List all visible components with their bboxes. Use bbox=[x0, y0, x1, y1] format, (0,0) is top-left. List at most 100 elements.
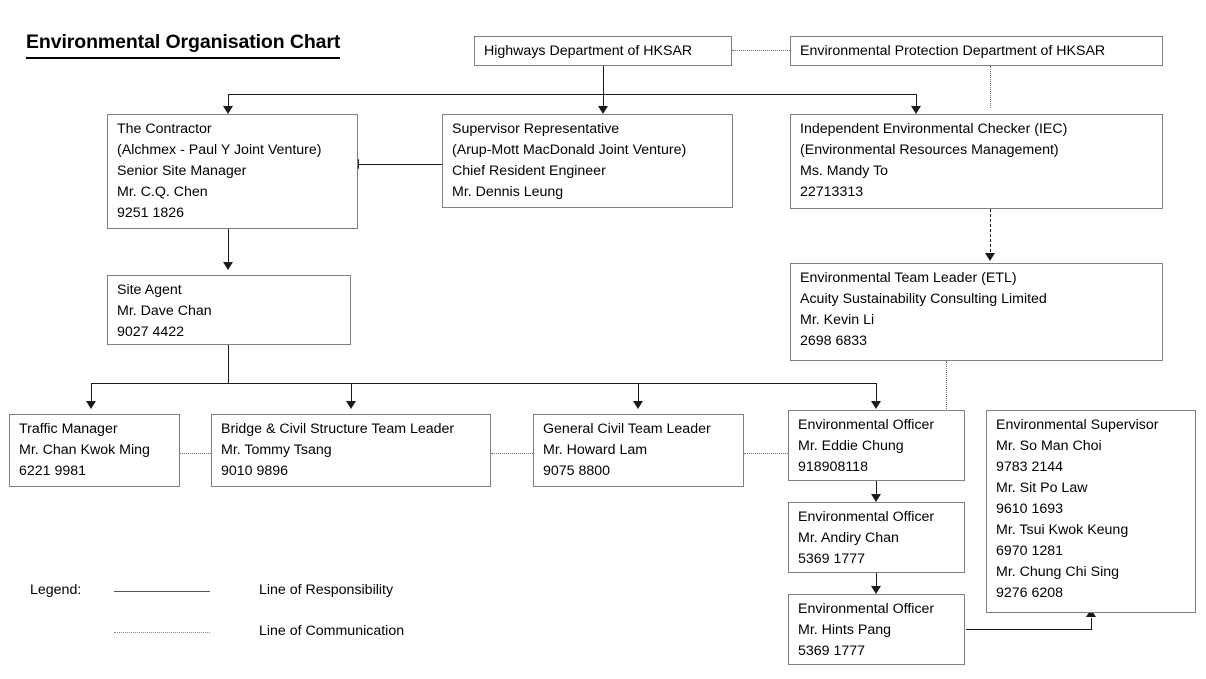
supervisor-rep-line-3: Mr. Dennis Leung bbox=[452, 184, 564, 200]
legend-label: Legend: bbox=[30, 582, 82, 598]
traffic-manager-line-0: Traffic Manager bbox=[19, 421, 118, 437]
arrowhead-iec bbox=[911, 106, 921, 114]
general-civil-line-1: Mr. Howard Lam bbox=[543, 442, 648, 458]
env-supervisor-line-6: 6970 1281 bbox=[996, 543, 1064, 559]
env-officer-3-line-2: 5369 1777 bbox=[798, 643, 866, 659]
arrowhead-bridge-team bbox=[346, 401, 356, 409]
iec-line-1: (Environmental Resources Management) bbox=[800, 142, 1059, 158]
connector-highways-down bbox=[603, 66, 604, 95]
highways-department-line-0: Highways Department of HKSAR bbox=[484, 42, 693, 59]
connector-etl-to-env-officer-dotted bbox=[946, 361, 947, 409]
connector-bridge-general-dotted bbox=[491, 453, 533, 454]
box-site-agent[interactable]: Site Agent Mr. Dave Chan 9027 4422 bbox=[107, 275, 351, 345]
box-general-civil-team-leader[interactable]: General Civil Team Leader Mr. Howard Lam… bbox=[533, 414, 744, 487]
iec-line-3: 22713313 bbox=[800, 184, 864, 200]
etl-line-1: Acuity Sustainability Consulting Limited bbox=[800, 291, 1047, 307]
connector-supervisorrep-to-contractor bbox=[358, 164, 442, 165]
box-environmental-team-leader[interactable]: Environmental Team Leader (ETL) Acuity S… bbox=[790, 263, 1163, 361]
env-officer-1-line-1: Mr. Eddie Chung bbox=[798, 438, 904, 454]
connector-to-env-officer-1 bbox=[876, 383, 877, 404]
arrowhead-env-officer-2 bbox=[871, 494, 881, 502]
connector-to-supervisor-rep bbox=[603, 94, 604, 108]
connector-to-general-civil bbox=[638, 383, 639, 404]
contractor-line-4: 9251 1826 bbox=[117, 205, 185, 221]
connector-highways-epd-dotted bbox=[732, 50, 790, 51]
box-contractor[interactable]: The Contractor (Alchmex - Paul Y Joint V… bbox=[107, 114, 358, 229]
env-officer-2-line-2: 5369 1777 bbox=[798, 551, 866, 567]
contractor-line-2: Senior Site Manager bbox=[117, 163, 247, 179]
connector-general-envofficer-dotted bbox=[744, 453, 788, 454]
bridge-team-line-1: Mr. Tommy Tsang bbox=[221, 442, 332, 458]
env-supervisor-line-8: 9276 6208 bbox=[996, 585, 1064, 601]
connector-row1-bus bbox=[228, 94, 916, 95]
connector-envofficer2-to-3 bbox=[876, 573, 877, 590]
contractor-line-1: (Alchmex - Paul Y Joint Venture) bbox=[117, 142, 322, 158]
env-officer-1-line-2: 918908118 bbox=[798, 459, 868, 475]
env-supervisor-line-2: 9783 2144 bbox=[996, 459, 1064, 475]
arrowhead-env-supervisor bbox=[1086, 609, 1096, 617]
env-officer-2-line-1: Mr. Andiry Chan bbox=[798, 530, 899, 546]
etl-line-3: 2698 6833 bbox=[800, 333, 868, 349]
box-environmental-officer-andiry-chan[interactable]: Environmental Officer Mr. Andiry Chan 53… bbox=[788, 502, 965, 573]
env-supervisor-line-5: Mr. Tsui Kwok Keung bbox=[996, 522, 1129, 538]
connector-traffic-bridge-dotted bbox=[180, 453, 211, 454]
box-traffic-manager[interactable]: Traffic Manager Mr. Chan Kwok Ming 6221 … bbox=[9, 414, 180, 487]
page-title: Environmental Organisation Chart bbox=[26, 31, 340, 59]
traffic-manager-line-2: 6221 9981 bbox=[19, 463, 87, 479]
arrowhead-supervisor-rep bbox=[598, 106, 608, 114]
env-supervisor-line-7: Mr. Chung Chi Sing bbox=[996, 564, 1120, 580]
connector-to-iec bbox=[916, 94, 917, 108]
box-environmental-officer-eddie-chung[interactable]: Environmental Officer Mr. Eddie Chung 91… bbox=[788, 410, 965, 481]
iec-line-2: Ms. Mandy To bbox=[800, 163, 889, 179]
legend-dotted-line-sample bbox=[114, 632, 210, 633]
connector-epd-iec-dotted bbox=[990, 66, 991, 108]
contractor-line-3: Mr. C.Q. Chen bbox=[117, 184, 208, 200]
arrowhead-etl bbox=[985, 253, 995, 261]
connector-supervisor-riser bbox=[1091, 618, 1092, 630]
arrowhead-general-civil bbox=[633, 401, 643, 409]
env-supervisor-line-0: Environmental Supervisor bbox=[996, 417, 1159, 433]
legend-solid-line-sample bbox=[114, 591, 210, 592]
box-environmental-officer-hints-pang[interactable]: Environmental Officer Mr. Hints Pang 536… bbox=[788, 594, 965, 665]
supervisor-rep-line-2: Chief Resident Engineer bbox=[452, 163, 606, 179]
env-supervisor-line-1: Mr. So Man Choi bbox=[996, 438, 1102, 454]
connector-iec-to-etl-dashed bbox=[990, 209, 991, 257]
general-civil-line-2: 9075 8800 bbox=[543, 463, 611, 479]
contractor-line-0: The Contractor bbox=[117, 121, 212, 137]
box-environmental-supervisor[interactable]: Environmental Supervisor Mr. So Man Choi… bbox=[986, 410, 1196, 613]
box-bridge-civil-structure-team-leader[interactable]: Bridge & Civil Structure Team Leader Mr.… bbox=[211, 414, 491, 487]
env-officer-3-line-0: Environmental Officer bbox=[798, 601, 935, 617]
traffic-manager-line-1: Mr. Chan Kwok Ming bbox=[19, 442, 150, 458]
box-independent-environmental-checker[interactable]: Independent Environmental Checker (IEC) … bbox=[790, 114, 1163, 209]
arrowhead-env-officer-1 bbox=[871, 401, 881, 409]
connector-siteagent-down bbox=[228, 345, 229, 383]
box-environmental-protection-department[interactable]: Environmental Protection Department of H… bbox=[790, 36, 1163, 66]
connector-to-traffic-manager bbox=[91, 383, 92, 404]
legend-responsibility-label: Line of Responsibility bbox=[259, 582, 394, 598]
legend-communication-label: Line of Communication bbox=[259, 623, 405, 639]
arrowhead-traffic-manager bbox=[86, 401, 96, 409]
arrowhead-contractor bbox=[223, 106, 233, 114]
site-agent-line-1: Mr. Dave Chan bbox=[117, 303, 212, 319]
env-supervisor-line-3: Mr. Sit Po Law bbox=[996, 480, 1088, 496]
env-officer-1-line-0: Environmental Officer bbox=[798, 417, 935, 433]
supervisor-rep-line-1: (Arup-Mott MacDonald Joint Venture) bbox=[452, 142, 687, 158]
connector-contractor-to-siteagent bbox=[228, 228, 229, 266]
env-supervisor-line-4: 9610 1693 bbox=[996, 501, 1064, 517]
env-officer-2-line-0: Environmental Officer bbox=[798, 509, 935, 525]
etl-line-2: Mr. Kevin Li bbox=[800, 312, 875, 328]
bridge-team-line-0: Bridge & Civil Structure Team Leader bbox=[221, 421, 455, 437]
general-civil-line-0: General Civil Team Leader bbox=[543, 421, 711, 437]
epd-line-0: Environmental Protection Department of H… bbox=[800, 42, 1106, 59]
bridge-team-line-2: 9010 9896 bbox=[221, 463, 289, 479]
arrowhead-siteagent bbox=[223, 262, 233, 270]
box-supervisor-representative[interactable]: Supervisor Representative (Arup-Mott Mac… bbox=[442, 114, 733, 208]
supervisor-rep-line-0: Supervisor Representative bbox=[452, 121, 620, 137]
box-highways-department[interactable]: Highways Department of HKSAR bbox=[474, 36, 732, 66]
site-agent-line-0: Site Agent bbox=[117, 282, 182, 298]
etl-line-0: Environmental Team Leader (ETL) bbox=[800, 270, 1017, 286]
connector-envofficer3-to-supervisor bbox=[966, 629, 1092, 630]
connector-row4-bus bbox=[91, 383, 876, 384]
connector-to-bridge-team bbox=[351, 383, 352, 404]
